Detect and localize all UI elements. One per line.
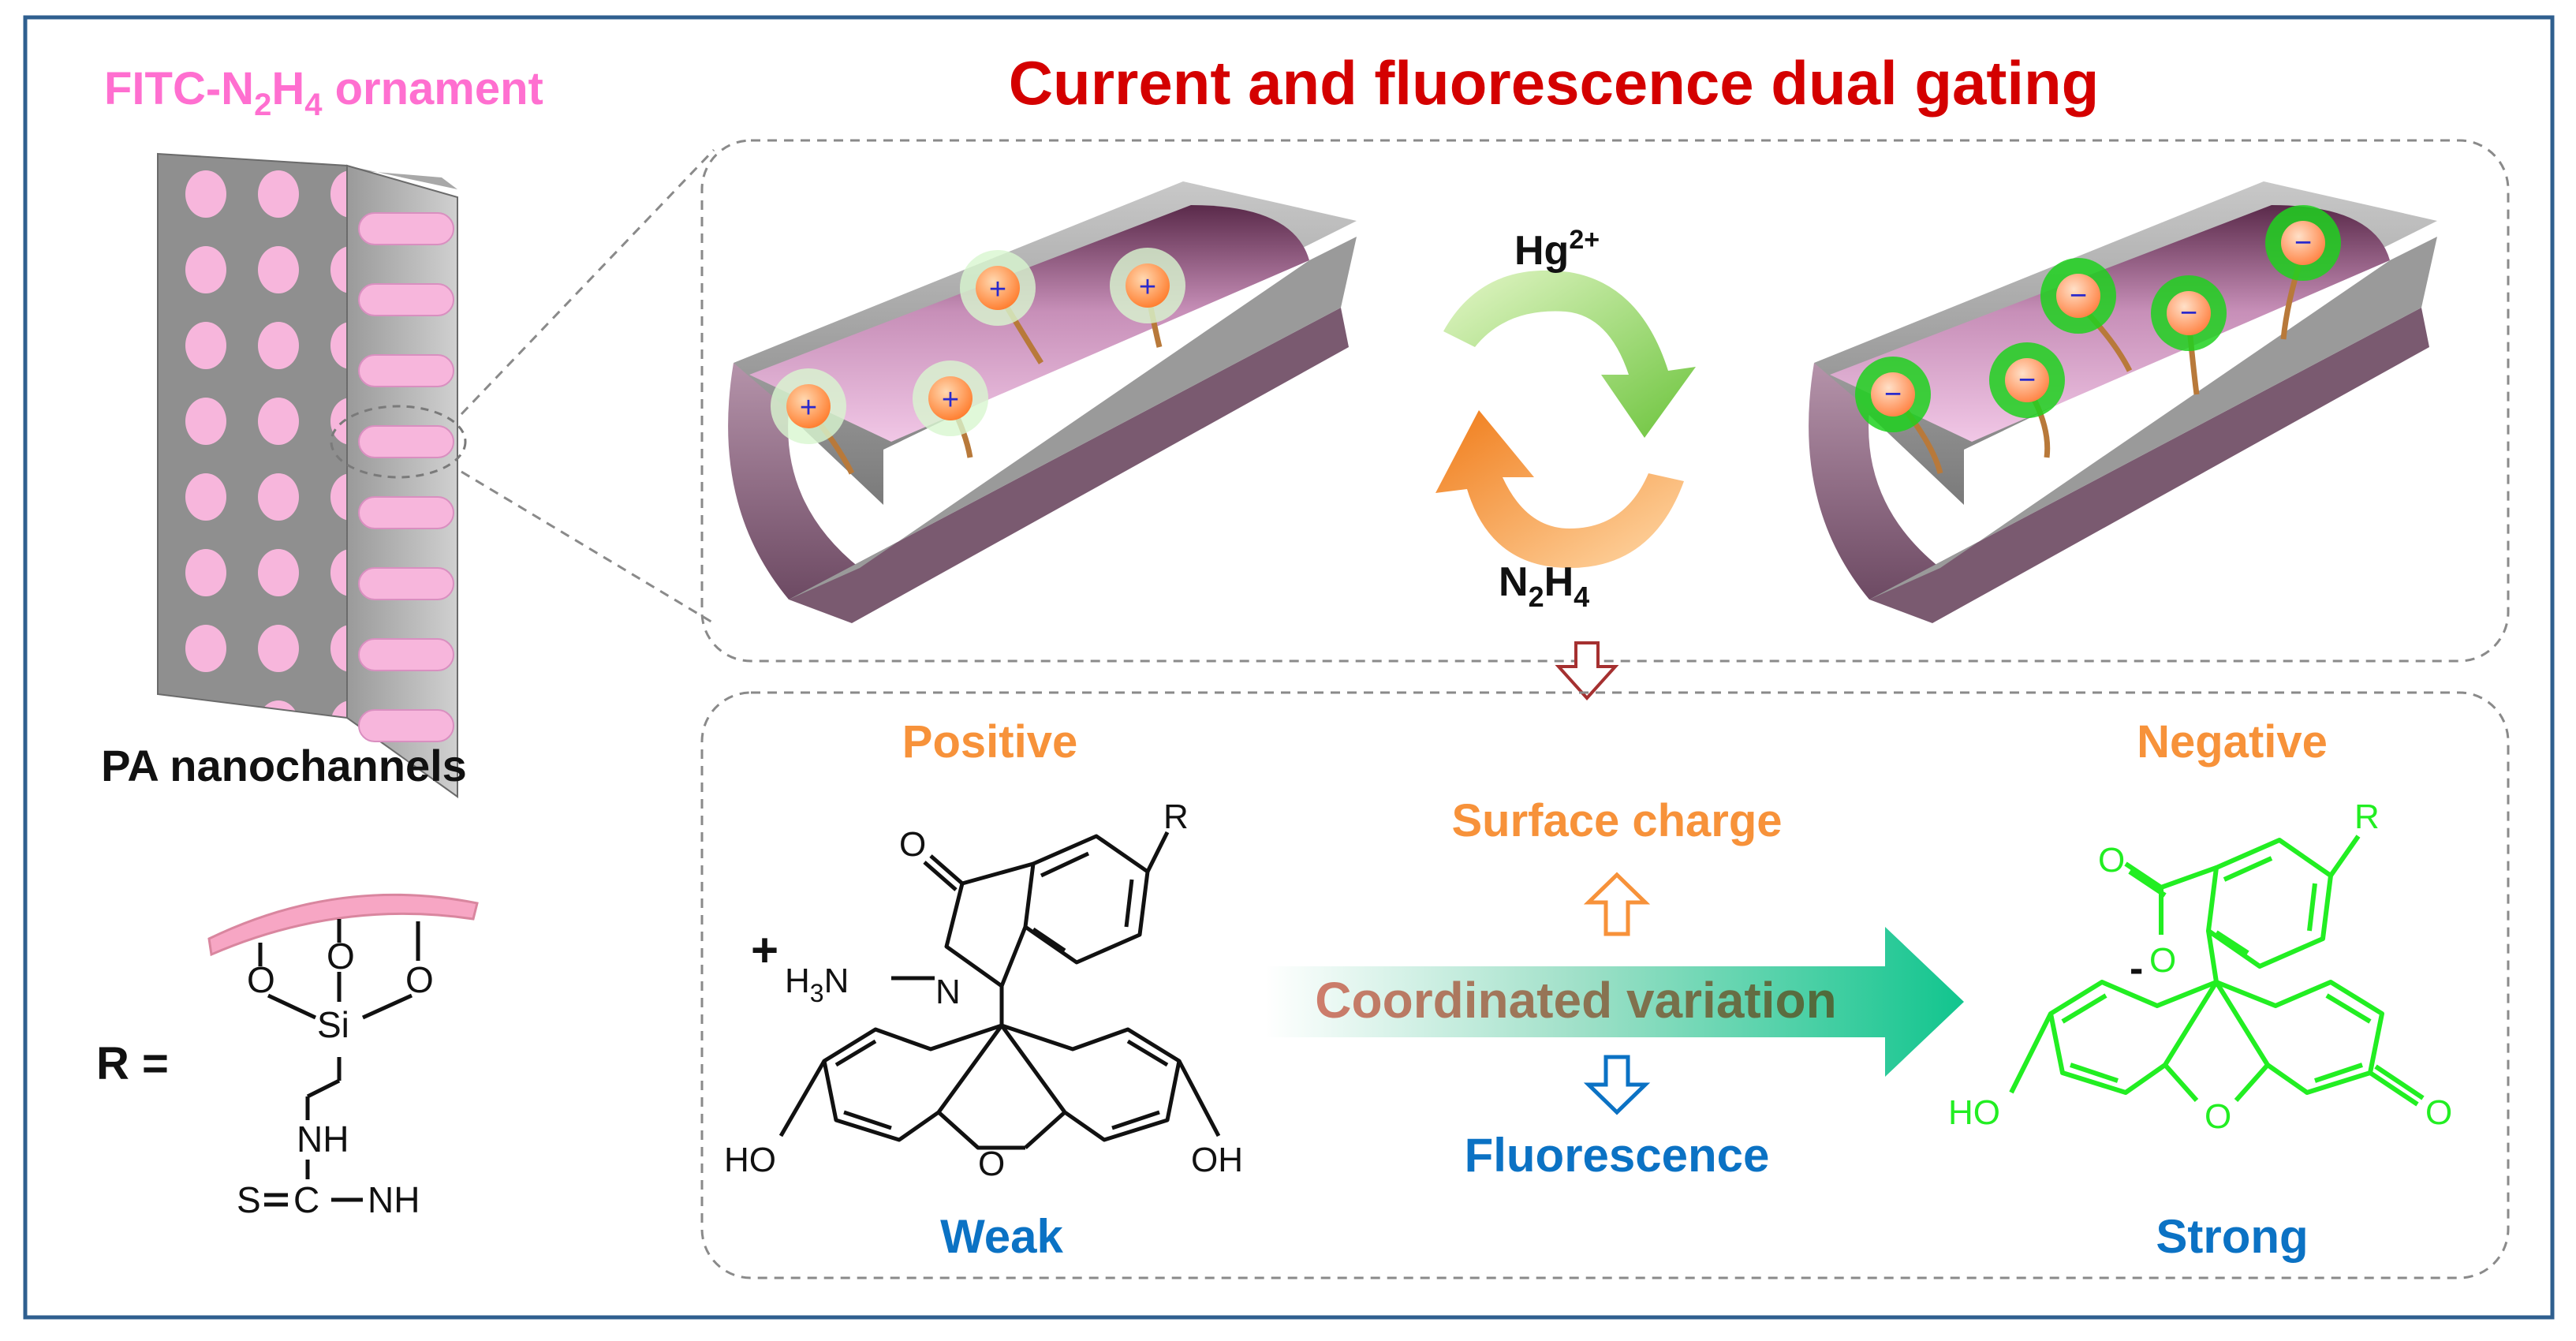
svg-text:H3N: H3N	[785, 962, 849, 1007]
svg-text:−: −	[1884, 378, 1902, 411]
linker-c: C	[293, 1179, 319, 1220]
outer-frame	[23, 15, 2555, 1320]
coordinated-arrow	[1266, 927, 1964, 1077]
linker-o1: O	[247, 959, 275, 1000]
linker-s: S	[237, 1179, 261, 1220]
negative-probes: − − − − −	[1855, 205, 2341, 474]
probe-neg-4: −	[2151, 275, 2227, 395]
probe-pos-3: +	[913, 360, 988, 458]
svg-text:-: -	[2130, 946, 2143, 992]
ornament-title: FITC-N2H4 ornament	[104, 63, 543, 122]
hg-label: Hg2+	[1514, 225, 1600, 274]
svg-text:HO: HO	[724, 1141, 776, 1179]
negative-label: Negative	[2137, 716, 2328, 768]
weak-label: Weak	[940, 1210, 1063, 1263]
left-molecule-bonds	[778, 831, 1221, 1150]
probe-neg-2: −	[1989, 342, 2065, 458]
svg-text:−: −	[2294, 226, 2312, 260]
coordinated-label: Coordinated variation	[1315, 972, 1836, 1029]
svg-text:+: +	[1139, 271, 1156, 304]
r-linker-labels: R = O O O Si NH S C NH	[96, 936, 434, 1220]
surface-charge-up-arrow	[1583, 872, 1651, 936]
r-equals-label: R =	[96, 1038, 169, 1089]
linker-nh1: NH	[297, 1119, 349, 1160]
svg-text:+: +	[800, 391, 817, 424]
r-linker-structure	[207, 893, 479, 1207]
svg-text:−: −	[2070, 279, 2087, 312]
top-panel-frame	[700, 139, 2510, 663]
linker-o2: O	[327, 936, 355, 977]
surface-charge-label: Surface charge	[1451, 795, 1782, 846]
right-molecule-labels: R O - O HO O O	[1948, 798, 2452, 1136]
strong-label: Strong	[2156, 1210, 2308, 1263]
probe-pos-2: +	[960, 250, 1043, 364]
reverse-arrow	[1435, 410, 1684, 568]
fluorescence-label: Fluorescence	[1465, 1129, 1770, 1182]
svg-text:HO: HO	[1948, 1093, 2000, 1132]
forward-arrow	[1443, 270, 1696, 438]
svg-text:R: R	[2354, 798, 2380, 836]
linker-nh2: NH	[368, 1179, 420, 1220]
highlight-ellipse	[330, 405, 467, 479]
panel-link-arrow	[1555, 641, 1619, 700]
left-molecule-labels: R O + H3N N HO OH O	[724, 798, 1243, 1183]
svg-text:O: O	[2425, 1093, 2452, 1132]
channel-left	[728, 181, 1357, 623]
svg-text:N: N	[935, 973, 961, 1011]
probe-neg-3: −	[2040, 258, 2133, 372]
svg-text:−: −	[2180, 297, 2197, 330]
probe-pos-1: +	[771, 368, 855, 475]
linker-si: Si	[317, 1004, 349, 1045]
zoom-line-bottom	[461, 470, 715, 625]
svg-text:O: O	[899, 825, 926, 864]
zoom-line-top	[460, 148, 715, 416]
main-title: Current and fluorescence dual gating	[1009, 48, 2100, 118]
bottom-panel-frame	[700, 691, 2510, 1279]
probe-pos-4: +	[1110, 248, 1185, 348]
svg-text:+: +	[942, 383, 959, 416]
svg-text:+: +	[989, 273, 1006, 306]
svg-text:O: O	[2205, 1097, 2231, 1136]
fluorescence-down-arrow	[1583, 1055, 1651, 1115]
svg-text:R: R	[1163, 798, 1189, 836]
pa-nanochannel-block	[157, 152, 467, 798]
probe-neg-5: −	[2265, 205, 2341, 340]
svg-text:O: O	[978, 1145, 1005, 1183]
n2h4-label: N2H4	[1499, 559, 1589, 613]
right-molecule-bonds	[2009, 835, 2425, 1107]
reversible-cycle-arrows	[1435, 270, 1696, 568]
svg-text:O: O	[2149, 941, 2176, 980]
positive-label: Positive	[902, 716, 1077, 768]
svg-text:+: +	[751, 924, 778, 977]
membrane-label: PA nanochannels	[101, 741, 467, 790]
probe-neg-1: −	[1855, 357, 1943, 474]
svg-text:O: O	[2098, 841, 2125, 880]
svg-text:OH: OH	[1191, 1141, 1243, 1179]
positive-probes: + + + +	[771, 248, 1185, 475]
svg-text:−: −	[2018, 364, 2036, 397]
linker-o3: O	[405, 959, 434, 1000]
